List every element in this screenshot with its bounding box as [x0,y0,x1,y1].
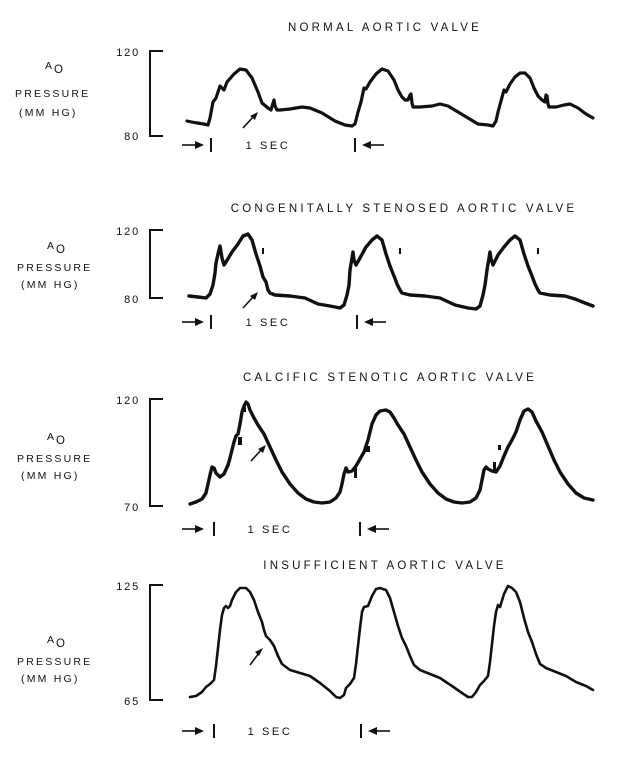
y-min-tick: 65 [124,696,140,708]
arrow-left-icon [363,317,387,327]
y-max-tick: 120 [116,226,140,238]
panel-title: INSUFFICIENT AORTIC VALVE [263,560,506,572]
y-axis-label: A O PRESSURE (MM HG) [15,60,90,119]
y-min-tick: 80 [124,294,140,306]
svg-text:A: A [47,431,56,443]
pressure-waveform [188,584,595,700]
arrow-right-icon [181,140,205,150]
panel-title: NORMAL AORTIC VALVE [288,22,482,34]
svg-text:O: O [56,244,67,256]
svg-text:PRESSURE: PRESSURE [17,656,92,668]
scale-bracket [149,584,163,701]
svg-text:(MM HG): (MM HG) [21,470,80,482]
pressure-waveform [185,67,595,128]
panel-normal-aortic-valve: NORMAL AORTIC VALVE A O PRESSURE (MM HG)… [15,22,595,152]
svg-text:(MM HG): (MM HG) [19,107,78,119]
waveform-artifact-speckles [238,404,501,478]
y-axis-label: A O PRESSURE (MM HG) [17,240,92,291]
scale-bracket [149,229,163,299]
svg-text:(MM HG): (MM HG) [21,673,80,685]
panel-calcific-stenotic-aortic-valve: CALCIFIC STENOTIC AORTIC VALVE A O PRESS… [17,372,595,536]
pressure-waveform [187,232,595,311]
svg-text:O: O [56,435,67,447]
dicrotic-notch-arrow-icon [242,112,258,129]
scale-bracket [149,50,163,137]
dicrotic-notch-arrow-icon [250,445,266,462]
arrow-right-icon [181,726,205,736]
panel-insufficient-aortic-valve: INSUFFICIENT AORTIC VALVE A O PRESSURE (… [17,560,595,738]
time-scale-label: 1 SEC [248,524,293,536]
svg-text:A: A [47,634,56,646]
dicrotic-notch-arrow-icon [249,648,263,666]
svg-text:(MM HG): (MM HG) [21,279,80,291]
time-scale-label: 1 SEC [246,317,291,329]
panel-title: CONGENITALLY STENOSED AORTIC VALVE [231,203,578,215]
pressure-waveform [188,400,595,506]
svg-text:PRESSURE: PRESSURE [17,262,92,274]
arrow-left-icon [366,524,390,534]
time-scale-marker: 1 SEC [181,522,390,536]
time-scale-label: 1 SEC [248,726,293,738]
arrow-right-icon [181,524,205,534]
dicrotic-notch-arrow-icon [242,292,258,309]
svg-text:A: A [47,240,56,252]
panel-title: CALCIFIC STENOTIC AORTIC VALVE [243,372,537,384]
svg-text:O: O [54,64,65,76]
y-min-tick: 80 [124,131,140,143]
y-max-tick: 120 [116,395,140,407]
y-min-tick: 70 [124,502,140,514]
arrow-right-icon [181,317,205,327]
y-max-tick: 125 [116,581,140,593]
arrow-left-icon [367,726,391,736]
y-axis-label: A O PRESSURE (MM HG) [17,431,92,482]
time-scale-marker: 1 SEC [181,315,387,329]
scale-bracket [149,398,163,507]
time-scale-label: 1 SEC [246,140,291,152]
svg-text:PRESSURE: PRESSURE [17,453,92,465]
panel-congenitally-stenosed-aortic-valve: CONGENITALLY STENOSED AORTIC VALVE A O P… [17,203,595,329]
y-max-tick: 120 [116,47,140,59]
y-axis-label: A O PRESSURE (MM HG) [17,634,92,685]
arrow-left-icon [361,140,385,150]
time-scale-marker: 1 SEC [181,138,385,152]
svg-text:PRESSURE: PRESSURE [15,88,90,100]
svg-text:O: O [56,638,67,650]
svg-text:A: A [45,60,54,72]
time-scale-marker: 1 SEC [181,724,391,738]
